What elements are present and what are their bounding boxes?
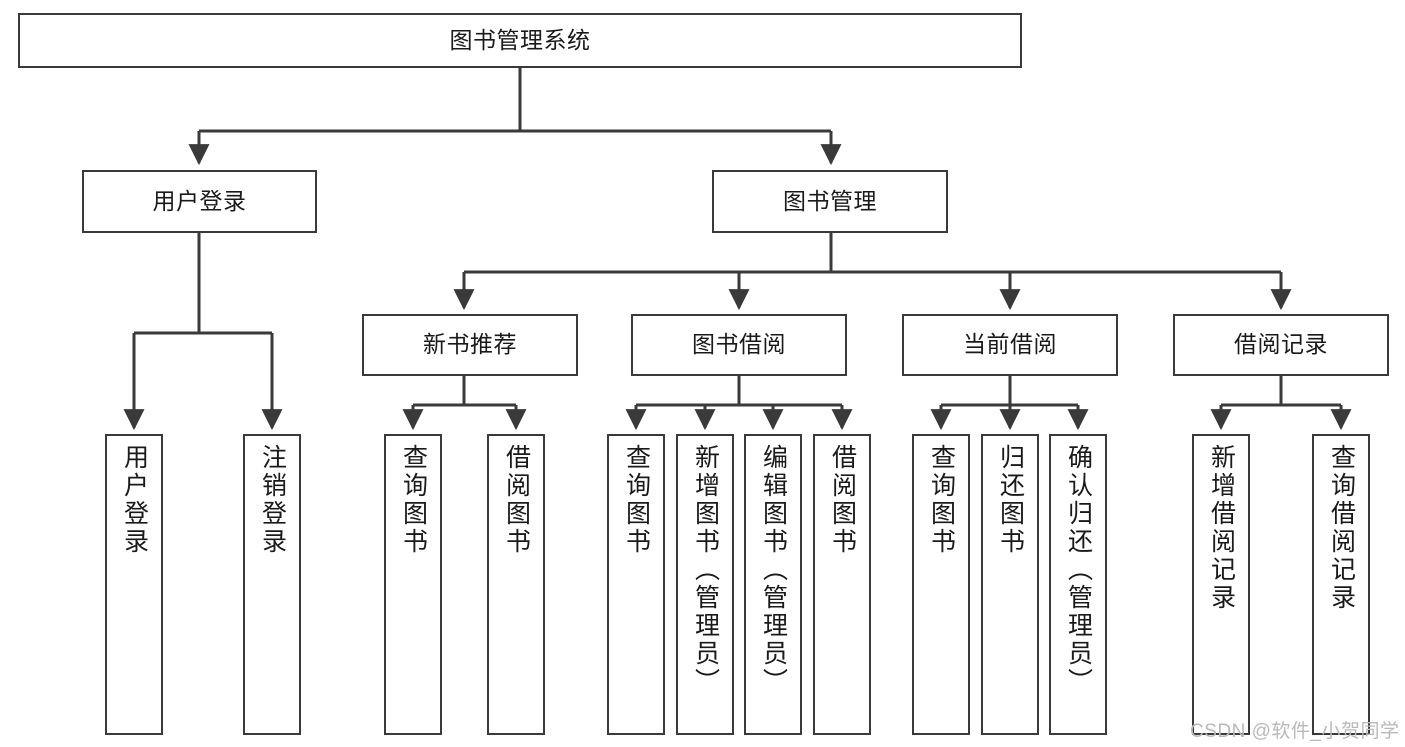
node-leaf-user-login[interactable]: 用户登录 xyxy=(105,434,163,735)
node-leaf-query-book-2[interactable]: 查询图书 xyxy=(607,434,665,735)
node-leaf-borrow-book-1-label: 借阅图书 xyxy=(502,444,531,556)
node-leaf-query-book-3[interactable]: 查询图书 xyxy=(912,434,970,735)
node-leaf-logout-login[interactable]: 注销登录 xyxy=(243,434,301,735)
node-leaf-edit-book-label: 编辑图书（管理员） xyxy=(759,444,788,696)
node-leaf-borrow-book-1[interactable]: 借阅图书 xyxy=(487,434,545,735)
node-borrow-record-label: 借阅记录 xyxy=(1234,331,1328,358)
node-leaf-query-book-1[interactable]: 查询图书 xyxy=(384,434,442,735)
node-user-login-label: 用户登录 xyxy=(152,187,247,214)
node-root-label: 图书管理系统 xyxy=(449,26,591,53)
node-leaf-borrow-book-2[interactable]: 借阅图书 xyxy=(813,434,871,735)
node-leaf-borrow-book-2-label: 借阅图书 xyxy=(828,444,857,556)
node-leaf-logout-login-label: 注销登录 xyxy=(258,444,287,556)
node-book-borrow-label: 图书借阅 xyxy=(692,331,786,358)
node-leaf-user-login-label: 用户登录 xyxy=(120,444,149,556)
node-leaf-query-book-3-label: 查询图书 xyxy=(927,444,956,556)
node-leaf-confirm-return[interactable]: 确认归还（管理员） xyxy=(1049,434,1107,735)
node-leaf-query-book-1-label: 查询图书 xyxy=(399,444,428,556)
node-leaf-query-record-label: 查询借阅记录 xyxy=(1327,444,1356,612)
node-user-login[interactable]: 用户登录 xyxy=(82,170,317,233)
node-leaf-add-record-label: 新增借阅记录 xyxy=(1207,444,1236,612)
node-current-borrow[interactable]: 当前借阅 xyxy=(902,314,1118,376)
node-leaf-add-book[interactable]: 新增图书（管理员） xyxy=(676,434,734,735)
node-leaf-confirm-return-label: 确认归还（管理员） xyxy=(1064,444,1093,696)
node-leaf-return-book-label: 归还图书 xyxy=(996,444,1025,556)
node-leaf-return-book[interactable]: 归还图书 xyxy=(981,434,1039,735)
node-new-book-recommend-label: 新书推荐 xyxy=(423,331,517,358)
node-current-borrow-label: 当前借阅 xyxy=(963,331,1057,358)
node-book-manage[interactable]: 图书管理 xyxy=(712,170,948,233)
node-borrow-record[interactable]: 借阅记录 xyxy=(1173,314,1389,376)
node-leaf-add-record[interactable]: 新增借阅记录 xyxy=(1192,434,1250,735)
node-leaf-add-book-label: 新增图书（管理员） xyxy=(691,444,720,696)
node-root[interactable]: 图书管理系统 xyxy=(18,13,1022,68)
csdn-watermark: CSDN @软件_小贺同学 xyxy=(1190,721,1400,742)
node-new-book-recommend[interactable]: 新书推荐 xyxy=(362,314,578,376)
node-leaf-query-book-2-label: 查询图书 xyxy=(622,444,651,556)
node-leaf-query-record[interactable]: 查询借阅记录 xyxy=(1312,434,1370,735)
node-book-manage-label: 图书管理 xyxy=(783,187,877,214)
node-book-borrow[interactable]: 图书借阅 xyxy=(631,314,847,376)
node-leaf-edit-book[interactable]: 编辑图书（管理员） xyxy=(744,434,802,735)
